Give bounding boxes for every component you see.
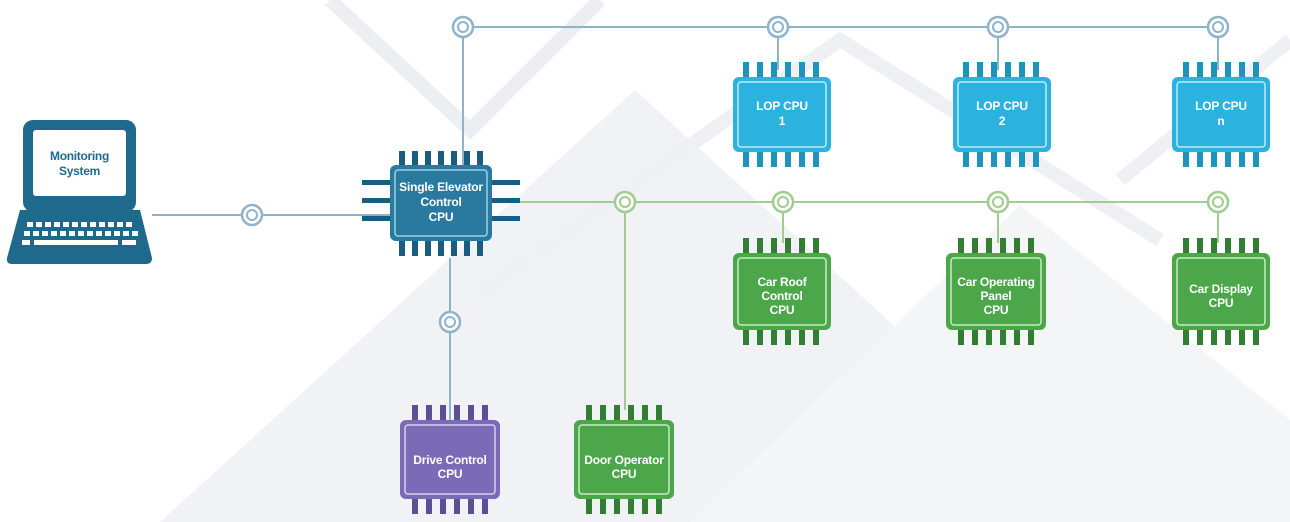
chip-pins [586, 405, 662, 514]
chip-inner-border [578, 424, 670, 495]
lop-cpu-1: LOP CPU 1 [733, 62, 831, 167]
chip-body [1172, 253, 1270, 330]
door-operator-cpu: Door Operator CPU [574, 405, 674, 514]
chip-inner-border [1176, 257, 1266, 326]
chip-label-line2: n [1217, 114, 1224, 128]
chip-label-line1: Car Display [1189, 282, 1253, 296]
monitoring-system-icon: Monitoring System [6, 120, 152, 264]
connector-rings [240, 15, 1230, 334]
car-display-cpu: Car Display CPU [1172, 238, 1270, 345]
ring-monitor-link [240, 203, 264, 227]
chip-label-line1: LOP CPU [756, 99, 808, 113]
chip-pins [743, 238, 819, 345]
ring-green-car-operating [986, 190, 1010, 214]
chip-label-line2: Panel [980, 289, 1011, 303]
chip-inner-border [737, 257, 827, 326]
chip-body [574, 420, 674, 499]
chip-label-line1: Car Roof [757, 275, 807, 289]
background-shapes [160, 0, 1290, 522]
ring-top-lopn [1206, 15, 1230, 39]
car-roof-control-cpu: Car Roof Control CPU [733, 238, 831, 345]
drive-control-cpu: Drive Control CPU [400, 405, 500, 514]
chip-body [390, 165, 492, 241]
connections [152, 26, 1219, 420]
chip-inner-border [737, 81, 827, 148]
ring-green-door [613, 190, 637, 214]
ring-top-lop2 [986, 15, 1010, 39]
ring-green-car-display [1206, 190, 1230, 214]
chip-pins [958, 238, 1034, 345]
chip-pins [362, 151, 520, 256]
chip-label-line2: Control [761, 289, 802, 303]
chip-label-line2: CPU [438, 467, 463, 481]
chip-label-line3: CPU [429, 210, 454, 224]
chip-inner-border [957, 81, 1047, 148]
background-triangle-right [690, 205, 1290, 522]
ring-top-main [451, 15, 475, 39]
chip-label-line1: Car Operating [957, 275, 1034, 289]
chip-label-line2: 2 [999, 114, 1006, 128]
chip-pins [412, 405, 488, 514]
chip-inner-border [1176, 81, 1266, 148]
keyboard-keys [22, 222, 138, 245]
chip-body [953, 77, 1051, 152]
chip-body [733, 77, 831, 152]
monitoring-label-line1: Monitoring [50, 149, 109, 163]
chip-inner-border [950, 257, 1042, 326]
chip-inner-border [394, 169, 488, 237]
chip-pins [963, 62, 1039, 167]
chip-body [733, 253, 831, 330]
chip-label-line2: CPU [1209, 296, 1234, 310]
lop-cpu-n: LOP CPU n [1172, 62, 1270, 167]
chip-body [946, 253, 1046, 330]
chip-label-line1: Single Elevator [399, 180, 483, 194]
chip-label-line1: Door Operator [584, 453, 664, 467]
background-outline-top [325, 0, 605, 140]
laptop-screen-inner [33, 130, 126, 196]
chip-label-line1: LOP CPU [1195, 99, 1247, 113]
lop-cpu-2: LOP CPU 2 [953, 62, 1051, 167]
car-operating-panel-cpu: Car Operating Panel CPU [946, 238, 1046, 345]
laptop-base [6, 210, 152, 264]
chip-body [400, 420, 500, 499]
chip-pins [1183, 238, 1259, 345]
ring-green-car-roof [771, 190, 795, 214]
chip-label-line3: CPU [984, 303, 1009, 317]
chip-label-line2: CPU [612, 467, 637, 481]
ring-drive-link [438, 310, 462, 334]
single-elevator-control-cpu: Single Elevator Control CPU [362, 151, 520, 256]
chip-inner-border [404, 424, 496, 495]
background-outline-mid [465, 31, 1164, 306]
chip-body [1172, 77, 1270, 152]
chip-pins [1183, 62, 1259, 167]
ring-top-lop1 [766, 15, 790, 39]
chip-pins [743, 62, 819, 167]
monitoring-label-line2: System [59, 164, 100, 178]
chip-label-line1: Drive Control [413, 453, 486, 467]
chip-label-line2: Control [420, 195, 461, 209]
chip-label-line3: CPU [770, 303, 795, 317]
chip-label-line2: 1 [779, 114, 786, 128]
chip-label-line1: LOP CPU [976, 99, 1028, 113]
